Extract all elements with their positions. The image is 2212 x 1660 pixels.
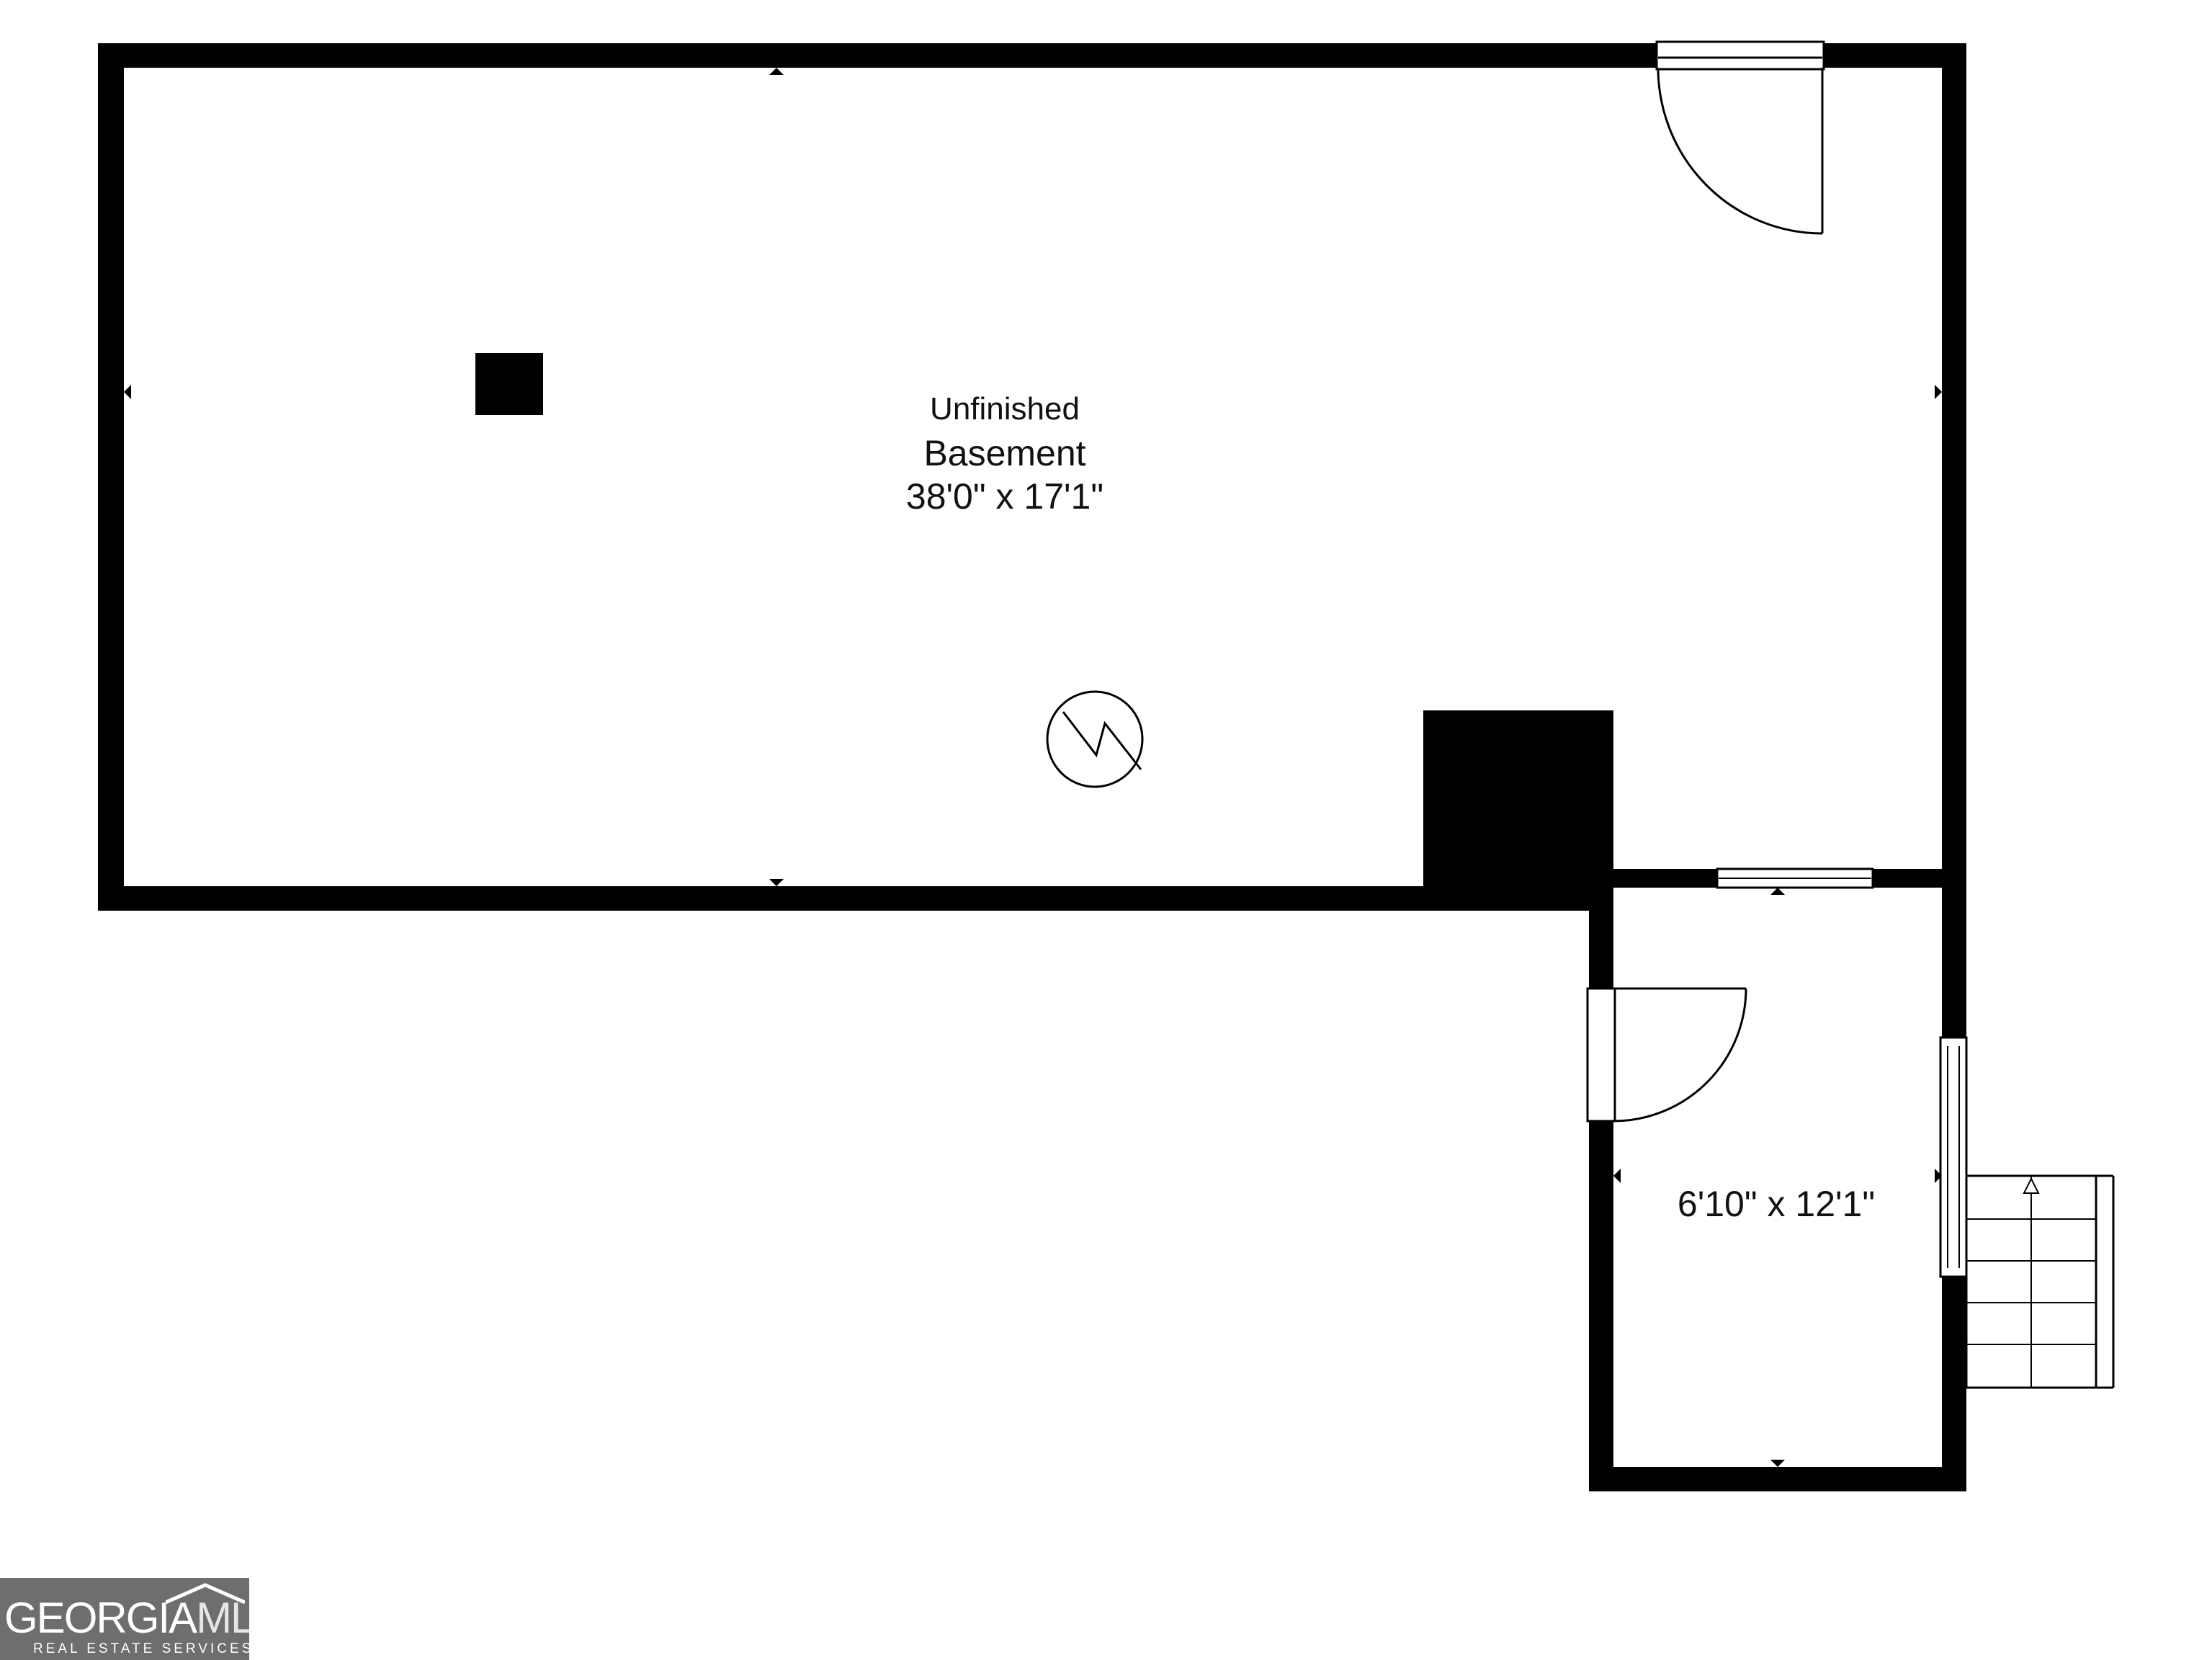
small-wall-left	[1589, 869, 1613, 1491]
wall-top	[98, 43, 1966, 68]
room-name-line1: Unfinished	[930, 391, 1080, 427]
marker-small-top	[1770, 888, 1785, 895]
door-small-room	[1586, 987, 1747, 1123]
small-room-dimensions: 6'10" x 12'1"	[1678, 1184, 1875, 1224]
water-heater-icon	[1046, 690, 1144, 788]
stair-arrow-icon	[2023, 1177, 2040, 1194]
logo-main-text: GEORGIAMLS	[4, 1594, 249, 1642]
window-right	[1939, 1036, 1968, 1278]
door-top-right	[1655, 40, 1825, 235]
logo-subtitle: REAL ESTATE SERVICES	[33, 1641, 249, 1656]
marker-small-left	[1613, 1169, 1621, 1183]
georgia-mls-logo: GEORGIAMLS REAL ESTATE SERVICES	[0, 1578, 249, 1660]
marker-top	[769, 68, 784, 75]
marker-small-bottom	[1770, 1460, 1785, 1467]
basement-label: Unfinished Basement 38'0" x 17'1"	[906, 391, 1103, 517]
roof-icon	[166, 1583, 245, 1604]
stairs	[1965, 1174, 2115, 1389]
wall-bottom	[98, 886, 1613, 911]
marker-right	[1935, 385, 1942, 399]
small-room-label: 6'10" x 12'1"	[1678, 1184, 1875, 1224]
logo-mls: MLS	[196, 1594, 249, 1642]
marker-small-right	[1935, 1169, 1942, 1183]
marker-bottom	[769, 879, 784, 886]
room-dimensions: 38'0" x 17'1"	[906, 476, 1103, 517]
small-wall-bottom	[1589, 1467, 1966, 1491]
dimension-markers	[124, 68, 1942, 1467]
wall-right	[1942, 43, 1966, 891]
chimney-block	[1423, 710, 1613, 911]
opening-top-small	[1716, 867, 1874, 889]
small-room-walls	[1589, 869, 1966, 1491]
logo-georgia: GEORGIA	[4, 1594, 197, 1642]
wall-left	[98, 43, 124, 911]
room-name-line2: Basement	[923, 433, 1085, 473]
marker-left	[124, 385, 131, 399]
basement-walls	[98, 43, 1966, 911]
column	[475, 353, 543, 415]
